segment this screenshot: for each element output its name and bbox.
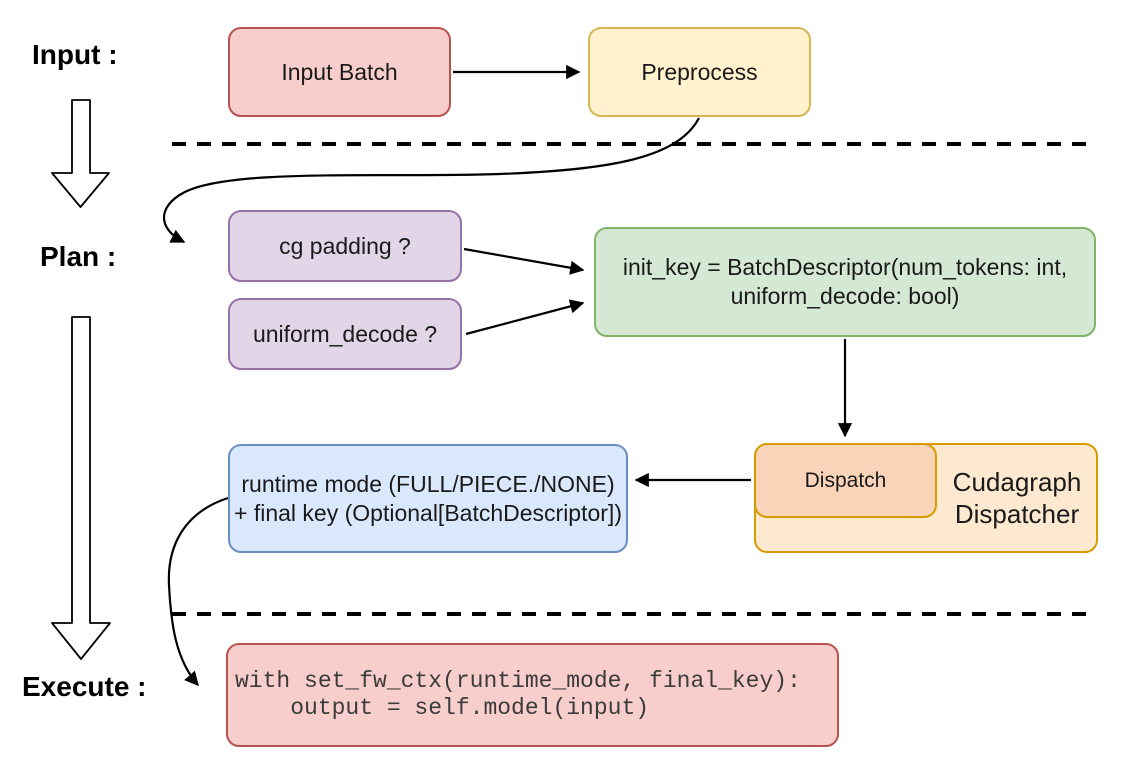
arrow-runtime-mode-to-execute-code (167, 496, 229, 687)
runtime-mode-line-2: + final key (Optional[BatchDescriptor]) (234, 499, 622, 526)
node-uniform-decode: uniform_decode ? (228, 298, 462, 370)
section-label-execute: Execute : (22, 671, 147, 702)
node-execute-code: with set_fw_ctx(runtime_mode, final_key)… (226, 643, 839, 747)
cudagraph-dispatcher-label: Cudagraph Dispatcher (938, 445, 1096, 551)
node-init-key: init_key = BatchDescriptor(num_tokens: i… (594, 227, 1096, 337)
section-label-plan: Plan : (40, 241, 117, 272)
arrow-cg-padding-to-init-key (463, 247, 585, 275)
arrow-preprocess-to-cg-padding (163, 117, 700, 243)
init-key-line-1: init_key = BatchDescriptor(num_tokens: i… (622, 254, 1068, 280)
runtime-mode-line-1: runtime mode (FULL/PIECE./NONE) (241, 470, 615, 497)
node-cg-padding: cg padding ? (228, 210, 462, 282)
phase-arrow-plan-to-execute (51, 316, 111, 660)
execute-code-line-2: output = self.model(input) (235, 695, 650, 721)
node-dispatch: Dispatch (754, 443, 937, 518)
init-key-line-2: uniform_decode: bool) (730, 283, 960, 309)
node-input-batch: Input Batch (228, 27, 451, 117)
execute-code-line-1: with set_fw_ctx(runtime_mode, final_key)… (235, 668, 801, 694)
cudagraph-dispatcher-line-2: Dispatcher (954, 499, 1080, 529)
cudagraph-dispatcher-line-1: Cudagraph (952, 467, 1082, 497)
arrow-uniform-decode-to-init-key (465, 299, 585, 336)
section-label-input: Input : (32, 39, 118, 70)
node-runtime-mode: runtime mode (FULL/PIECE./NONE) + final … (228, 444, 628, 553)
node-preprocess: Preprocess (588, 27, 811, 117)
node-cudagraph-dispatcher: Dispatch Cudagraph Dispatcher (754, 443, 1098, 553)
phase-arrow-input-to-plan (51, 99, 110, 208)
